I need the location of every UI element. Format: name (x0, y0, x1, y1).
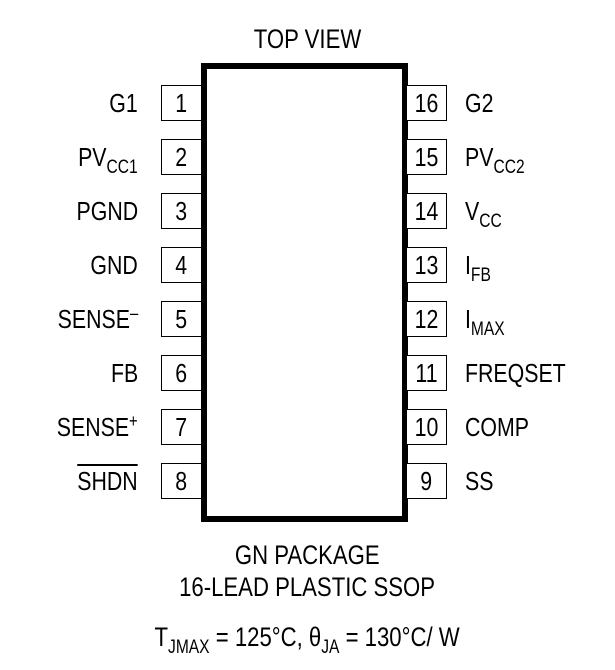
pin-number: 14 (414, 196, 439, 226)
pin-5-box: 5 (161, 301, 201, 337)
package-name-text: GN PACKAGE (235, 540, 380, 570)
pin-15-box: 15 (407, 139, 447, 175)
pin-number: 3 (175, 196, 188, 226)
pin-4-label: GND (80, 247, 138, 283)
pin-11-box: 11 (407, 355, 447, 391)
pin-3-label: PGND (63, 193, 138, 229)
pin-10-label: COMP (465, 409, 543, 445)
pin-name-subscript: CC (479, 211, 502, 232)
pin-14-label: VCC (465, 193, 510, 232)
pin-name: G1 (109, 88, 138, 118)
pin-6-box: 6 (161, 355, 201, 391)
pin-12-label: IMAX (465, 301, 513, 340)
pin-name-subscript: CC2 (493, 157, 525, 178)
pin-number: 12 (414, 304, 439, 334)
pin-3-box: 3 (161, 193, 201, 229)
pin-number: 4 (175, 250, 188, 280)
pin-number: 2 (175, 142, 188, 172)
theta-value: = 130°C/ W (339, 622, 461, 652)
pin-9-label: SS (465, 463, 500, 499)
theta-symbol: θ (309, 622, 322, 652)
pin-name: SENSE (57, 412, 130, 442)
pin-number: 8 (175, 466, 188, 496)
pin-name-subscript: MAX (470, 319, 505, 340)
pin-16-label: G2 (465, 85, 500, 121)
pin-11-label: FREQSET (465, 355, 588, 391)
package-description-text: 16-LEAD PLASTIC SSOP (179, 572, 436, 602)
pin-8-box: 8 (161, 463, 201, 499)
pin-name: PV (465, 142, 494, 172)
pin-name-subscript: FB (470, 265, 491, 286)
pin-number: 9 (420, 466, 433, 496)
pin-name: PV (78, 142, 107, 172)
pin-name-superscript: – (129, 303, 138, 323)
tjmax-value: = 125°C, (210, 622, 310, 652)
pin-13-label: IFB (465, 247, 497, 286)
tjmax-subscript: JMAX (168, 637, 211, 658)
package-description: 16-LEAD PLASTIC SSOP (0, 572, 615, 602)
theta-subscript: JA (321, 637, 340, 658)
pin-7-box: 7 (161, 409, 201, 445)
pin-number: 1 (175, 88, 188, 118)
pin-8-label: SHDN (64, 463, 138, 499)
pin-name: V (465, 196, 480, 226)
pin-9-box: 9 (407, 463, 447, 499)
package-name: GN PACKAGE (0, 540, 615, 570)
ic-package-body (201, 63, 408, 522)
pin-number: 13 (414, 250, 439, 280)
pin-12-box: 12 (407, 301, 447, 337)
pin-6-label: FB (105, 355, 138, 391)
pin-1-box: 1 (161, 85, 201, 121)
pin-name: I (465, 250, 471, 280)
thermal-spec: TJMAX = 125°C, θJA = 130°C/ W (0, 622, 615, 658)
pin-number: 15 (414, 142, 439, 172)
pin-10-box: 10 (407, 409, 447, 445)
pin-4-box: 4 (161, 247, 201, 283)
pin-number: 16 (414, 88, 439, 118)
pin-2-label: PVCC1 (65, 139, 138, 178)
pin-name: PGND (76, 196, 138, 226)
pin-14-box: 14 (407, 193, 447, 229)
pin-name: COMP (465, 412, 529, 442)
pin-name-subscript: CC1 (106, 157, 138, 178)
pin-7-label: SENSE+ (39, 409, 138, 445)
top-view-title-text: TOP VIEW (253, 24, 362, 54)
pin-number: 7 (175, 412, 188, 442)
pin-name: SENSE (57, 304, 130, 334)
pin-16-box: 16 (407, 85, 447, 121)
pin-number: 11 (415, 358, 438, 388)
pin-name: GND (90, 250, 138, 280)
top-view-title: TOP VIEW (0, 25, 615, 53)
pin-number: 5 (175, 304, 188, 334)
pin-15-label: PVCC2 (465, 139, 538, 178)
pin-number: 6 (175, 358, 188, 388)
pin-name: SS (465, 466, 494, 496)
pin-2-box: 2 (161, 139, 201, 175)
tjmax-symbol: T (154, 622, 169, 652)
pin-1-label: G1 (103, 85, 138, 121)
pin-name: I (465, 304, 471, 334)
pin-13-box: 13 (407, 247, 447, 283)
pin-name: FREQSET (465, 358, 566, 388)
pin-name: FB (110, 358, 138, 388)
pin-name-overlined: SHDN (77, 466, 138, 496)
pin-number: 10 (414, 412, 439, 442)
pin-name: G2 (465, 88, 494, 118)
pin-5-label: SENSE– (40, 301, 138, 337)
pin-name-superscript: + (129, 411, 138, 431)
